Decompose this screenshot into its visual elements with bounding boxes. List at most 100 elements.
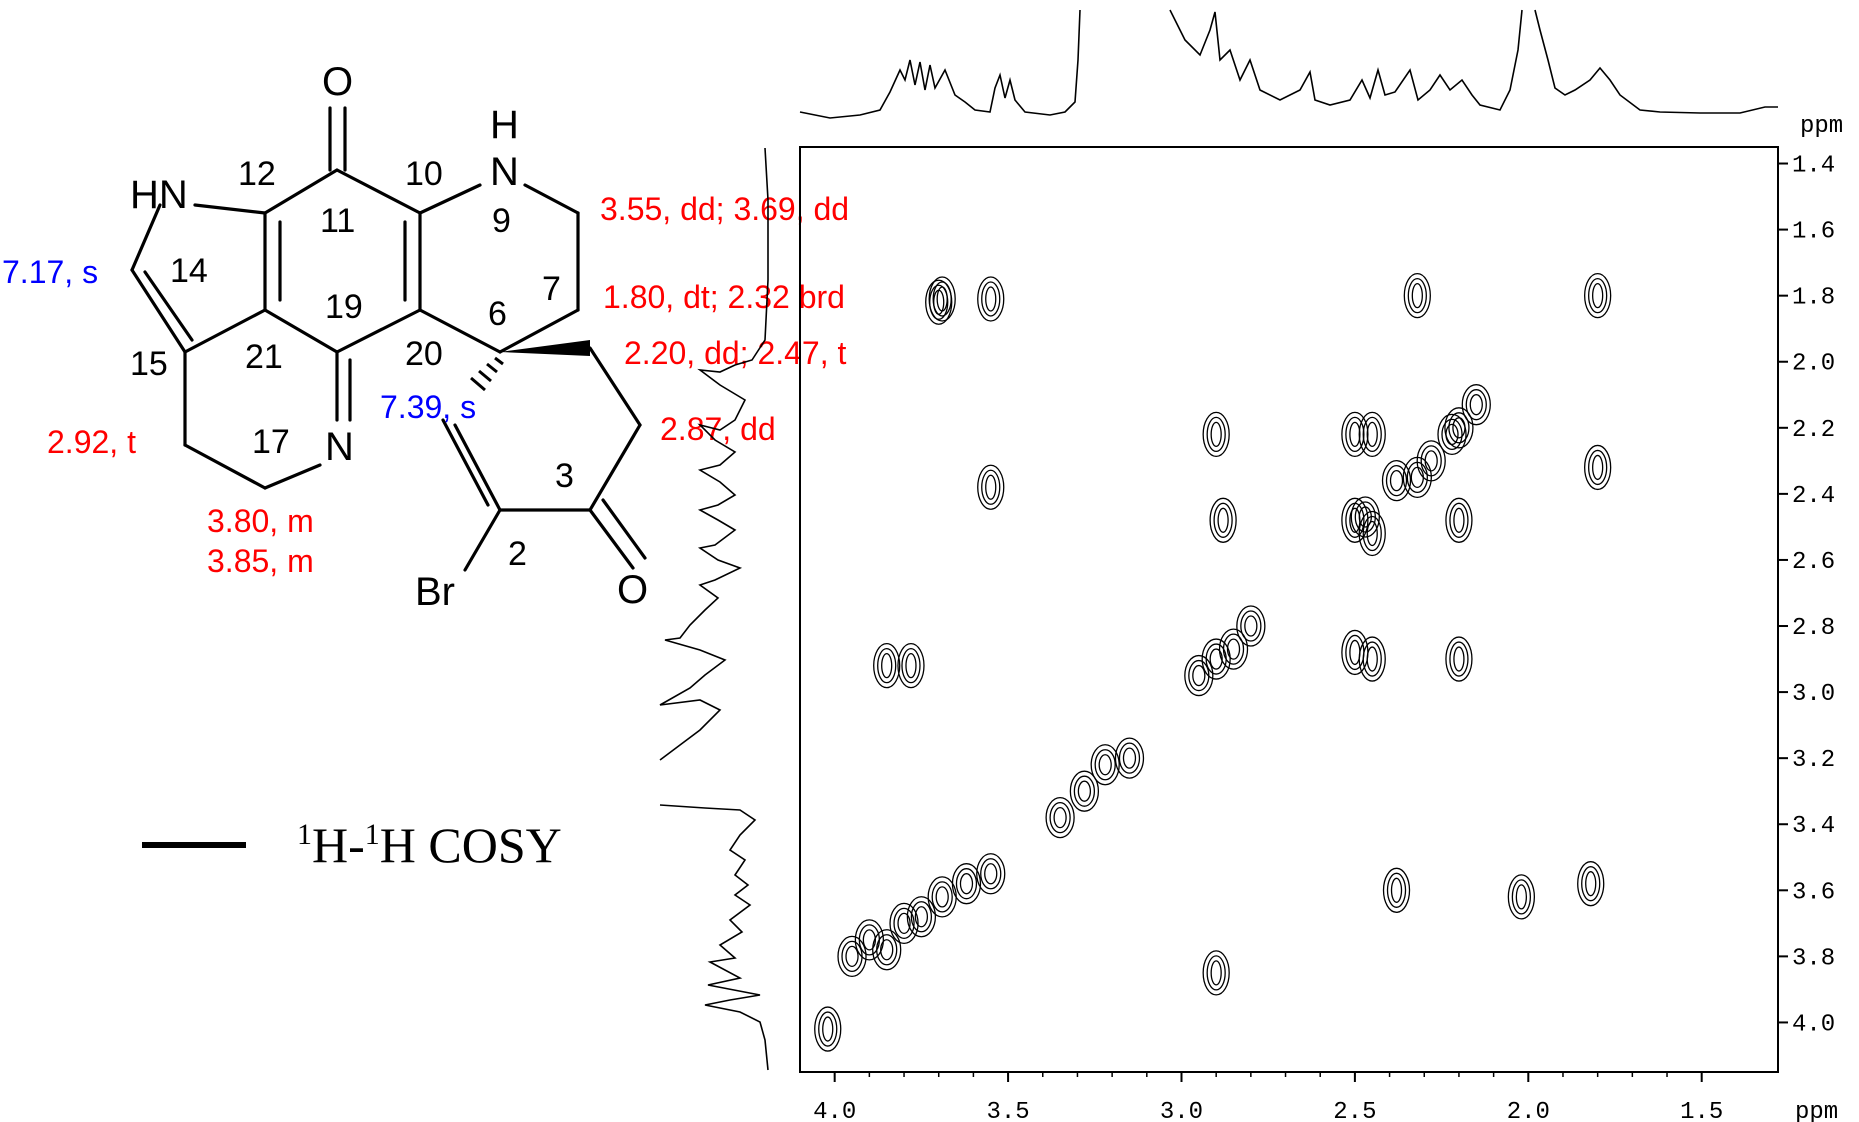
cross-peak (1358, 510, 1386, 557)
cross-peak-level (1210, 421, 1222, 448)
diagonal-peak-level (1441, 418, 1463, 451)
diagonal-peak (1236, 605, 1266, 647)
locant-10: 10 (405, 155, 443, 193)
cross-peak-level (1592, 454, 1604, 481)
cross-peak-level (1592, 283, 1604, 309)
shift-h17b: 3.85, m (207, 543, 314, 579)
x-axis-unit: ppm (1795, 1099, 1838, 1122)
locant-17: 17 (252, 423, 290, 461)
cross-peak-level (929, 284, 949, 320)
cross-peak-level (1411, 283, 1423, 309)
y-tick-label: 1.8 (1792, 285, 1835, 312)
diagonal-peak-level (1045, 796, 1075, 839)
y-tick-label: 2.8 (1792, 615, 1835, 642)
cross-peak-level (977, 464, 1005, 510)
legend-sup-2: 1 (365, 818, 380, 851)
atom-o-ketone: O (617, 568, 648, 612)
legend-sup-1: 1 (297, 818, 312, 851)
cross-peak-level (814, 1006, 842, 1052)
diagonal-peak-level (880, 939, 894, 961)
cross-peak-level (1362, 515, 1382, 552)
shift-h7: 1.80, dt; 2.32 brd (603, 279, 845, 315)
cross-peak-level (1577, 861, 1605, 907)
diagonal-peak-level (935, 886, 949, 908)
diagonal-peak-level (1114, 737, 1145, 779)
cross-peak (1577, 861, 1605, 907)
diagonal-peak-level (984, 863, 998, 885)
cross-peak-level (897, 643, 925, 689)
cross-peak-level (818, 1011, 838, 1047)
diagonal-peak-level (845, 945, 859, 968)
cross-peak-level (928, 276, 956, 322)
cross-peak (1507, 874, 1536, 920)
x-tick-label: 3.5 (986, 1099, 1029, 1122)
atom-hn: HN (130, 173, 188, 217)
diagonal-peak-level (931, 881, 953, 913)
cross-peak-level (1407, 278, 1427, 314)
bond (183, 308, 267, 354)
cross-peak (977, 276, 1005, 322)
cross-peak (1403, 273, 1431, 319)
diagonal-peak-level (976, 853, 1006, 895)
diagonal-peak-level (1192, 664, 1206, 687)
cross-peak (814, 1006, 842, 1052)
bond (441, 418, 490, 507)
diagonal-peak-level (1090, 744, 1120, 786)
shift-h17a: 3.80, m (207, 503, 314, 539)
bond (523, 183, 580, 215)
cross-peak-level (1453, 646, 1465, 672)
diagonal-peak (1090, 744, 1120, 786)
cross-peak-level (1445, 636, 1473, 682)
cross-peak-level (1349, 421, 1361, 448)
y-tick-label: 3.4 (1792, 813, 1835, 840)
diagonal-peak-level (837, 935, 867, 978)
diagonal-peak (976, 853, 1006, 895)
cross-peak-level (1358, 510, 1386, 557)
locant-11: 11 (320, 202, 355, 240)
y-tick-label: 1.4 (1792, 153, 1835, 180)
bond (418, 183, 482, 215)
cross-peak (1382, 867, 1411, 913)
bond (463, 508, 502, 572)
diagonal-peak-level (1389, 470, 1404, 492)
cross-peak (1202, 411, 1230, 458)
y-tick-label: 3.8 (1792, 945, 1835, 972)
bond (453, 423, 502, 512)
diagonal-peak-level (1226, 638, 1241, 660)
y-axis: 1.41.61.82.02.22.42.62.83.03.23.43.63.84… (1778, 153, 1835, 1038)
projection-top (799, 9, 1778, 119)
legend-text-2: H COSY (380, 817, 562, 873)
diagonal-peak (1201, 638, 1231, 680)
cross-peak-level (1386, 872, 1407, 908)
diagonal-peak-level (906, 896, 937, 938)
diagonal-peak-level (1465, 389, 1487, 421)
diagonal-peak-level (1420, 445, 1442, 477)
diagonal-peak (906, 896, 937, 938)
cross-peak-level (1213, 502, 1233, 538)
cross-peak-level (1511, 879, 1532, 915)
bond (588, 423, 642, 512)
cross-peak-level (822, 1016, 834, 1042)
locant-7: 7 (542, 270, 561, 308)
locant-6: 6 (488, 295, 507, 333)
cross-peak-level (881, 653, 893, 679)
cross-peak-level (1588, 278, 1608, 314)
cross-peak-level (1345, 416, 1365, 453)
diagonal-peak-level (1416, 440, 1446, 482)
cross-peak-level (1445, 497, 1473, 543)
bond (130, 268, 187, 354)
cross-peak-level (1366, 520, 1378, 547)
y-tick-label: 2.6 (1792, 549, 1835, 576)
diagonal-peak-level (1236, 605, 1266, 647)
locant-20: 20 (405, 335, 443, 373)
cross-peak-level (1585, 871, 1597, 897)
cross-peak-level (1202, 950, 1230, 996)
cross-peak-level (1341, 497, 1369, 543)
atom-o-top: O (322, 60, 353, 104)
shift-h16: 2.92, t (47, 424, 136, 460)
cross-peak-level (1206, 416, 1226, 453)
diagonal-peak (1114, 737, 1145, 779)
diagonal-peak-level (854, 919, 885, 961)
bond (335, 308, 422, 354)
